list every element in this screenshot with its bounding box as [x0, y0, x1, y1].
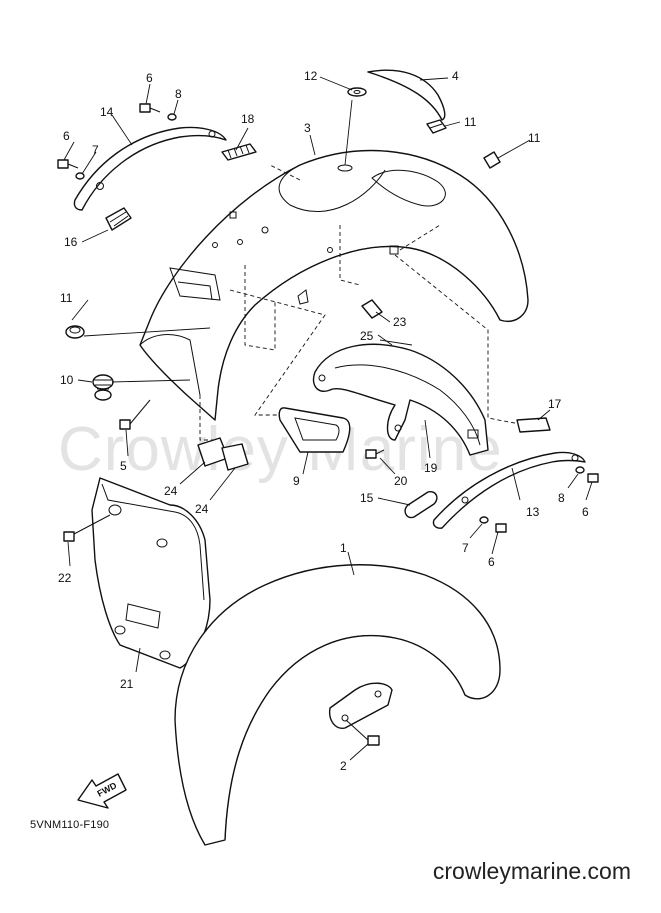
pad-9[interactable] [278, 407, 351, 453]
pad-15[interactable] [404, 490, 438, 519]
bolt-20[interactable] [365, 449, 385, 459]
damper-11-top[interactable] [426, 119, 447, 134]
grommet-12[interactable] [347, 87, 367, 97]
callout-24-a: 24 [164, 484, 178, 498]
callout-6-a: 6 [146, 71, 153, 85]
washer-8-a[interactable] [167, 113, 177, 121]
fwd-arrow: FWD [77, 773, 127, 809]
washer-8-b[interactable] [575, 466, 585, 474]
fender-bracket[interactable] [328, 682, 393, 729]
callout-8-b: 8 [558, 491, 565, 505]
pad-17[interactable] [516, 417, 551, 433]
fender-rail-right[interactable] [432, 451, 586, 529]
pad-24-b[interactable] [221, 443, 249, 471]
callout-5: 5 [120, 459, 127, 473]
callout-8-a: 8 [175, 87, 182, 101]
callout-15: 15 [360, 491, 374, 505]
callout-17: 17 [548, 397, 562, 411]
callout-6-b: 6 [63, 129, 70, 143]
bolt-6-b[interactable] [57, 159, 79, 169]
callout-7-a: 7 [92, 143, 99, 157]
site-name[interactable]: crowleymarine.com [432, 858, 631, 884]
bolt-5[interactable] [119, 399, 151, 430]
callout-13: 13 [526, 505, 540, 519]
callout-6-d: 6 [488, 555, 495, 569]
damper-11-right[interactable] [483, 151, 501, 169]
callout-21: 21 [120, 677, 134, 691]
callout-11-right: 11 [528, 131, 541, 145]
callout-16: 16 [64, 235, 78, 249]
callout-2: 2 [340, 759, 347, 773]
callout-1: 1 [340, 541, 347, 555]
pad-16[interactable] [105, 207, 132, 231]
bolt-22[interactable] [63, 514, 111, 542]
fender-tip[interactable] [367, 69, 446, 121]
bracket-25-mark [379, 339, 413, 346]
drawing-code: 5VNM110-F190 [30, 819, 110, 831]
inner-bracket-19[interactable] [312, 343, 489, 456]
callout-7-b: 7 [462, 541, 469, 555]
side-cover-21[interactable] [91, 477, 211, 669]
washer-7-b[interactable] [479, 516, 489, 524]
callout-25: 25 [360, 329, 374, 343]
callout-24-b: 24 [195, 502, 209, 516]
bolt-6-c[interactable] [587, 473, 599, 483]
pad-18[interactable] [221, 143, 257, 161]
callout-20: 20 [394, 474, 408, 488]
callout-23: 23 [393, 315, 407, 329]
rear-fender[interactable] [139, 149, 529, 421]
callout-11-left: 11 [60, 291, 73, 305]
bolt-6-d[interactable] [495, 523, 507, 533]
watermark: Crowley Marine [58, 415, 503, 484]
callout-6-c: 6 [582, 505, 589, 519]
callouts: 12 4 3 11 11 11 10 6 8 14 18 6 7 16 23 2… [58, 69, 589, 773]
callout-11-top: 11 [464, 115, 477, 129]
callout-12: 12 [304, 69, 318, 83]
callout-18: 18 [241, 112, 255, 126]
grommet-10[interactable] [92, 374, 114, 401]
callout-4: 4 [452, 69, 459, 83]
leader-lines [63, 76, 593, 761]
callout-10: 10 [60, 373, 74, 387]
callout-19: 19 [424, 461, 438, 475]
callout-9: 9 [293, 474, 300, 488]
fender-rail-left[interactable] [73, 126, 227, 211]
assembly-lines [199, 164, 526, 441]
callout-3: 3 [304, 121, 311, 135]
damper-11-left[interactable] [65, 325, 85, 339]
front-fender[interactable] [174, 564, 501, 846]
bolt-2[interactable] [345, 719, 380, 746]
bolt-6-a[interactable] [139, 103, 161, 113]
clip-23[interactable] [361, 299, 383, 319]
callout-14: 14 [100, 105, 114, 119]
washer-7-a[interactable] [75, 172, 85, 180]
callout-22: 22 [58, 571, 72, 585]
